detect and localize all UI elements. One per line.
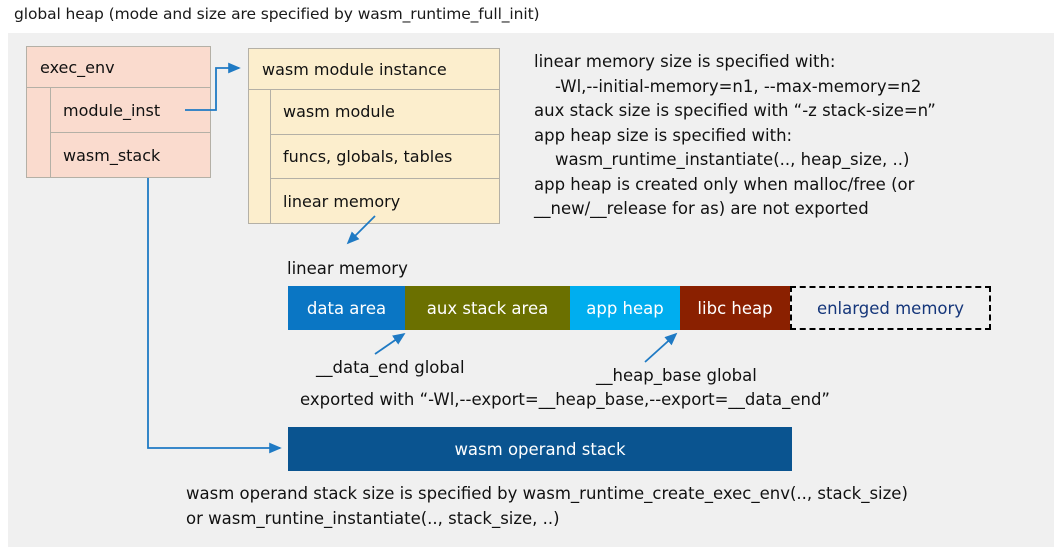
field-wasm-module: wasm module [271,90,499,135]
linear-memory-bar-label: linear memory [287,259,408,278]
wasm-module-instance-box: wasm module instance wasm module funcs, … [248,48,500,224]
memory-segment-enlarged-memory: enlarged memory [790,286,991,330]
wasm-module-instance-gutter [249,90,271,223]
data-end-global-caption: __data_end global [316,358,465,377]
exec-env-field-module-inst: module_inst [51,88,210,133]
page-title: global heap (mode and size are specified… [14,5,540,23]
wasm-module-instance-header: wasm module instance [249,49,499,90]
memory-segment-aux-stack-area: aux stack area [405,286,570,330]
wasm-module-instance-field-list: wasm module funcs, globals, tables linea… [271,90,499,224]
memory-segment-data-area: data area [288,286,405,330]
exec-env-gutter [27,88,51,177]
memory-segment-app-heap: app heap [570,286,680,330]
linear-memory-spec-notes: linear memory size is specified with: -W… [534,52,936,218]
wasm-operand-stack-notes: wasm operand stack size is specified by … [186,484,908,528]
exec-env-header: exec_env [27,47,210,88]
field-linear-memory: linear memory [271,179,499,224]
memory-segment-libc-heap: libc heap [680,286,790,330]
linear-memory-bar: data area aux stack area app heap libc h… [288,286,991,330]
heap-base-global-caption: __heap_base global [596,366,757,385]
exec-env-field-wasm-stack: wasm_stack [51,133,210,177]
exec-env-field-list: module_inst wasm_stack [51,88,210,177]
export-flags-caption: exported with “-Wl,--export=__heap_base,… [300,390,830,409]
wasm-operand-stack-box: wasm operand stack [288,427,792,471]
exec-env-box: exec_env module_inst wasm_stack [26,46,211,178]
wasm-module-instance-body: wasm module funcs, globals, tables linea… [249,90,499,224]
field-funcs-globals-tables: funcs, globals, tables [271,134,499,180]
exec-env-body: module_inst wasm_stack [27,88,210,177]
